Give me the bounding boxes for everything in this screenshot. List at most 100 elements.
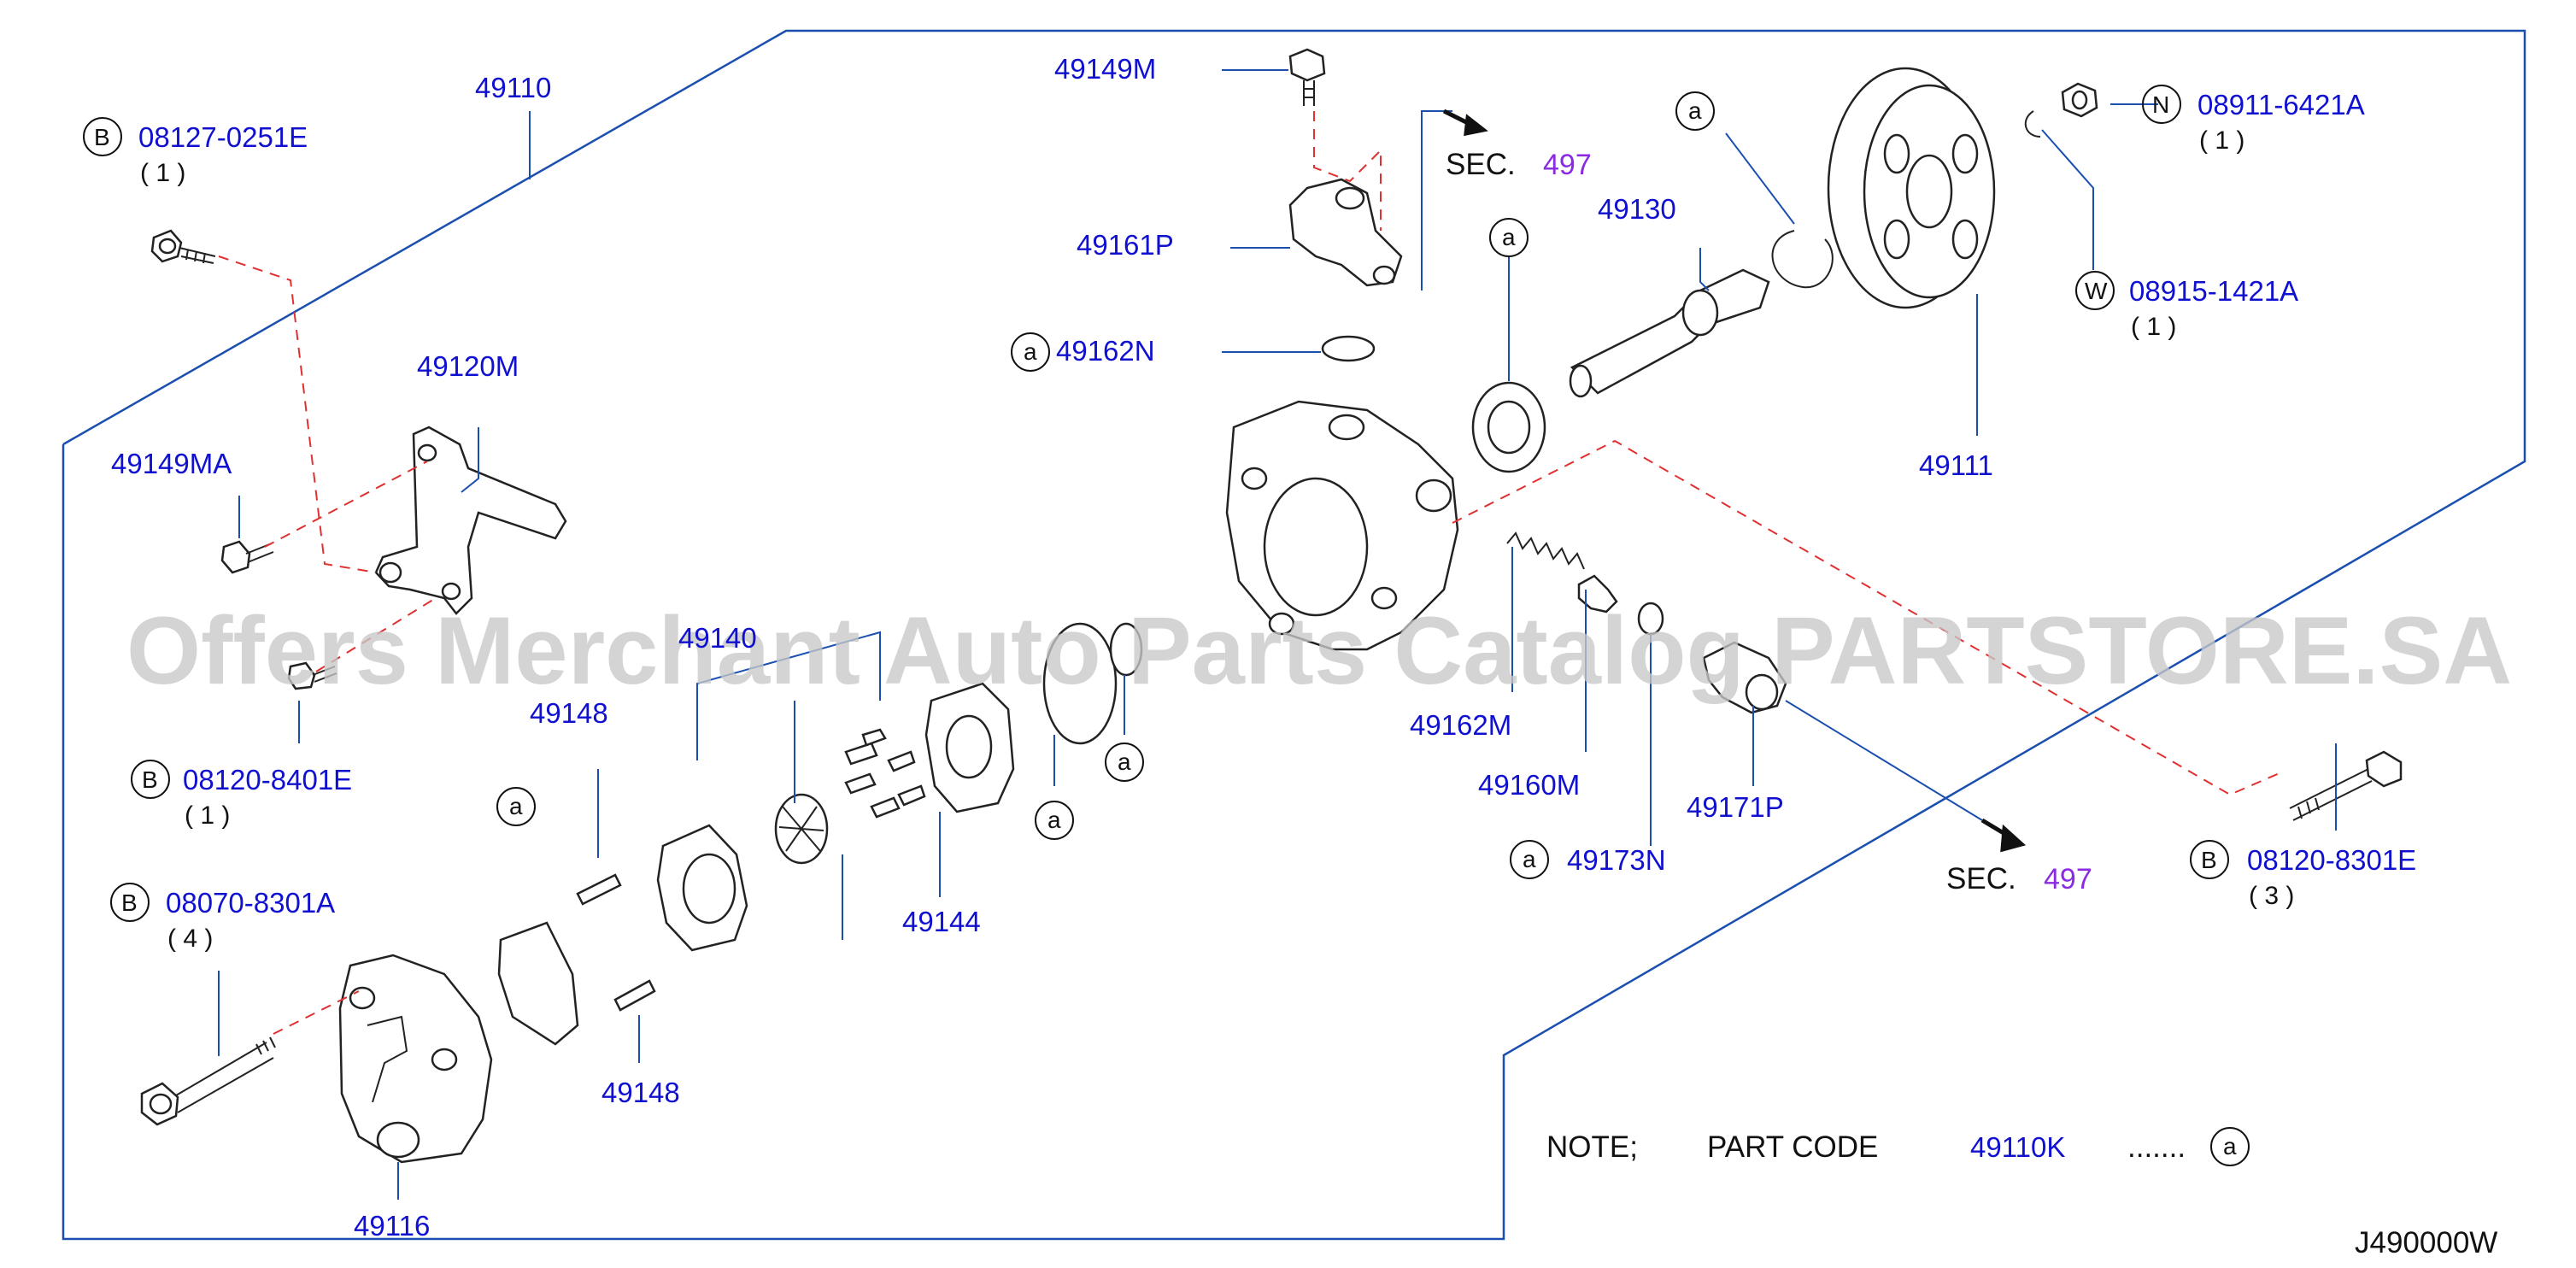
svg-text:SEC.: SEC. bbox=[1946, 862, 2016, 895]
note-part-code: 49110K bbox=[1970, 1131, 2065, 1163]
marker-a-o-ring-2: a bbox=[1105, 743, 1144, 782]
connector-49171P-drawing bbox=[1702, 641, 1787, 714]
marker-a-snap-ring: a bbox=[1675, 91, 1715, 131]
assembly-frame bbox=[62, 29, 2526, 1241]
spring-49162M-drawing bbox=[1506, 531, 1585, 570]
svg-text:08070-8301A: 08070-8301A bbox=[166, 887, 335, 919]
callout-49173N: 49173N bbox=[1567, 844, 1666, 876]
rotor-drawing bbox=[774, 793, 829, 865]
svg-text:B: B bbox=[94, 124, 110, 150]
washer-drawing bbox=[2024, 110, 2041, 138]
note-part-code-label: PART CODE bbox=[1707, 1130, 1878, 1164]
svg-text:a: a bbox=[1024, 338, 1037, 365]
sec-ref-bottom: SEC. 497 bbox=[1946, 862, 2092, 895]
svg-text:a: a bbox=[1523, 846, 1536, 872]
svg-text:08120-8301E: 08120-8301E bbox=[2247, 844, 2416, 876]
watermark-text: Offers Merchant Auto Parts Catalog PARTS… bbox=[126, 597, 2512, 704]
callout-49120M: 49120M bbox=[417, 350, 519, 382]
svg-text:08911-6421A: 08911-6421A bbox=[2198, 89, 2365, 120]
callout-49148-lower: 49148 bbox=[601, 1077, 680, 1108]
callout-49140: 49140 bbox=[678, 622, 757, 654]
o-ring-a-1-drawing bbox=[1042, 622, 1118, 745]
shaft-49130-drawing bbox=[1569, 268, 1770, 398]
callout-49148-upper: 49148 bbox=[530, 697, 608, 729]
callout-49130: 49130 bbox=[1598, 193, 1676, 225]
dashed-alignment-lines bbox=[218, 111, 2282, 1035]
note-line: NOTE; PART CODE 49110K ....... a bbox=[1546, 1127, 2250, 1166]
fastener-08911-6421A: N 08911-6421A ( 1 ) bbox=[2142, 85, 2365, 155]
cam-ring-drawing bbox=[656, 824, 748, 952]
bolt-08127-0251E-drawing bbox=[150, 229, 216, 264]
leader-lines bbox=[218, 69, 2337, 1200]
svg-text:a: a bbox=[509, 793, 523, 819]
gasket-a-left-drawing bbox=[497, 921, 579, 1046]
callout-49110: 49110 bbox=[475, 72, 551, 103]
callout-49149MA: 49149MA bbox=[111, 448, 232, 479]
svg-text:B: B bbox=[2201, 847, 2217, 873]
snap-ring-a-drawing bbox=[1771, 230, 1834, 289]
oil-seal-drawing bbox=[1471, 381, 1546, 473]
sec-arrow-top bbox=[1442, 109, 1488, 137]
svg-text:08915-1421A: 08915-1421A bbox=[2129, 275, 2298, 307]
svg-text:497: 497 bbox=[2044, 863, 2092, 895]
gasket-49162N-drawing bbox=[1321, 335, 1376, 362]
svg-text:B: B bbox=[121, 889, 138, 916]
fastener-08120-8401E: B 08120-8401E ( 1 ) bbox=[131, 760, 352, 830]
marker-a-49162N: a bbox=[1011, 332, 1050, 372]
pin-49148-drawing bbox=[576, 873, 656, 1012]
svg-text:( 1 ): ( 1 ) bbox=[2131, 313, 2176, 341]
bolt-08120-8301E-drawing bbox=[2289, 750, 2403, 821]
svg-text:08120-8401E: 08120-8401E bbox=[183, 764, 352, 795]
valve-49160M-drawing bbox=[1577, 574, 1618, 613]
bolt-08120-8401E-drawing bbox=[287, 661, 337, 690]
callout-49149M: 49149M bbox=[1054, 53, 1156, 85]
svg-text:( 1 ): ( 1 ) bbox=[2199, 126, 2244, 155]
fastener-08915-1421A: W 08915-1421A ( 1 ) bbox=[2075, 271, 2298, 341]
sec-ref-top: SEC. 497 bbox=[1446, 148, 1592, 181]
nut-drawing bbox=[2061, 82, 2098, 118]
note-marker: a bbox=[2223, 1133, 2237, 1159]
pump-body-drawing bbox=[1225, 400, 1459, 651]
svg-text:( 3 ): ( 3 ) bbox=[2249, 882, 2294, 910]
note-prefix: NOTE; bbox=[1546, 1130, 1638, 1164]
svg-text:SEC.: SEC. bbox=[1446, 148, 1516, 181]
callout-49162M: 49162M bbox=[1410, 709, 1511, 741]
svg-text:( 1 ): ( 1 ) bbox=[140, 159, 185, 187]
callout-49116: 49116 bbox=[354, 1210, 430, 1242]
svg-text:a: a bbox=[1502, 224, 1516, 250]
fastener-08127-0251E: B 08127-0251E ( 1 ) bbox=[83, 117, 308, 187]
callout-49160M: 49160M bbox=[1478, 769, 1580, 801]
marker-a-49173N: a bbox=[1510, 840, 1549, 879]
callout-49111: 49111 bbox=[1919, 449, 1993, 481]
svg-text:( 4 ): ( 4 ) bbox=[167, 925, 213, 953]
diagram-code: J490000W bbox=[2355, 1226, 2497, 1259]
svg-text:a: a bbox=[1118, 748, 1131, 775]
marker-a-o-ring-1: a bbox=[1035, 801, 1074, 840]
fastener-08070-8301A: B 08070-8301A ( 4 ) bbox=[110, 883, 335, 953]
marker-a-seal: a bbox=[1489, 218, 1529, 257]
o-ring-a-2-drawing bbox=[1109, 622, 1143, 677]
marker-a-gasket-left: a bbox=[496, 787, 536, 826]
connector-49161P-drawing bbox=[1288, 178, 1403, 287]
svg-text:08127-0251E: 08127-0251E bbox=[138, 121, 308, 153]
bolt-49149M-drawing bbox=[1288, 48, 1326, 106]
svg-text:a: a bbox=[1047, 807, 1061, 833]
fastener-08120-8301E: B 08120-8301E ( 3 ) bbox=[2190, 840, 2416, 910]
callout-49162N: 49162N bbox=[1056, 335, 1155, 367]
cover-49116-drawing bbox=[338, 954, 493, 1164]
callout-49171P: 49171P bbox=[1687, 791, 1784, 823]
bolt-08070-8301A-drawing bbox=[140, 1036, 276, 1126]
svg-text:a: a bbox=[1688, 97, 1702, 124]
callout-49161P: 49161P bbox=[1077, 229, 1174, 261]
svg-text:B: B bbox=[142, 766, 158, 793]
callout-49144: 49144 bbox=[902, 906, 981, 937]
svg-text:497: 497 bbox=[1543, 149, 1592, 181]
side-plate-49144-drawing bbox=[924, 682, 1015, 813]
sec-arrow-bottom bbox=[1980, 818, 2027, 853]
pulley-49111-drawing bbox=[1827, 67, 1996, 309]
note-dots: ....... bbox=[2127, 1130, 2186, 1164]
svg-text:( 1 ): ( 1 ) bbox=[185, 801, 230, 830]
svg-text:N: N bbox=[2152, 91, 2169, 118]
svg-text:W: W bbox=[2085, 278, 2108, 304]
